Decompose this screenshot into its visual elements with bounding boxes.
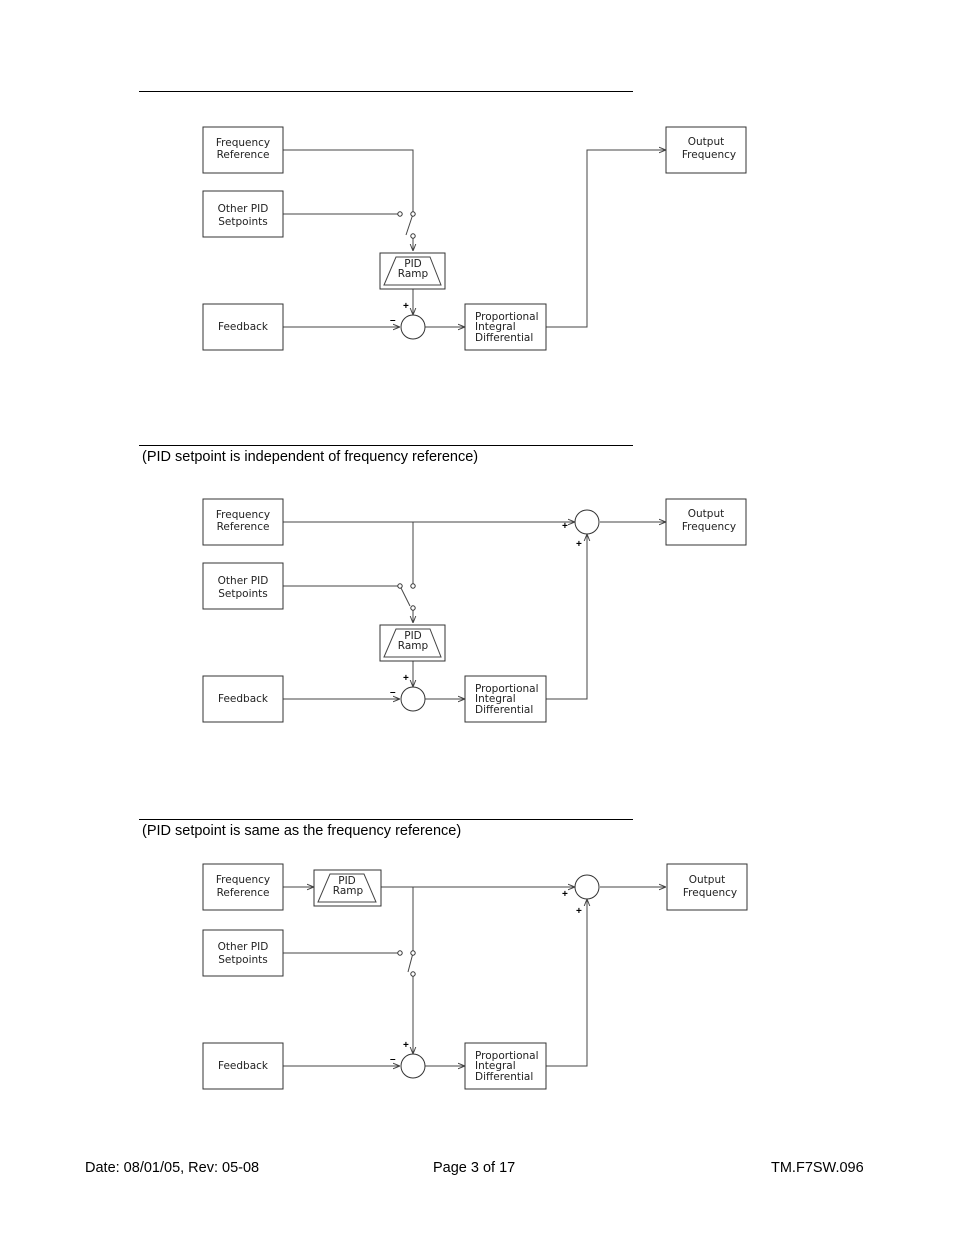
block-label: Frequency — [683, 887, 737, 899]
frequency-reference-block: Frequency Reference — [202, 126, 284, 174]
block-label: Setpoints — [218, 954, 268, 966]
summing-junction — [400, 314, 426, 340]
block-label: Output — [688, 136, 724, 148]
section-2-caption: (PID setpoint is independent of frequenc… — [142, 449, 479, 465]
output-frequency-block: Output Frequency — [665, 126, 747, 174]
feedback-block: Feedback — [202, 303, 284, 351]
block-label: Differential — [475, 332, 533, 344]
setpoint-sign: + — [403, 673, 409, 684]
output-summing-junction — [574, 509, 600, 535]
summing-junction — [400, 686, 426, 712]
block-label: Setpoints — [218, 588, 268, 600]
block-label: Proportional — [475, 311, 539, 323]
block-label: Frequency — [216, 509, 270, 521]
other-pid-setpoints-block: Other PID Setpoints — [202, 562, 284, 610]
sum-bottom-sign: + — [576, 906, 582, 917]
switch-contact — [397, 950, 403, 956]
block-label: Integral — [475, 693, 516, 705]
block-label: Differential — [475, 704, 533, 716]
feedback-sign: – — [390, 315, 396, 326]
block-label: Frequency — [682, 149, 736, 161]
block-label: Output — [688, 508, 724, 520]
block-label: Integral — [475, 321, 516, 333]
summing-junction — [400, 1053, 426, 1079]
block-label: Other PID — [218, 575, 269, 587]
pid-diagram-3: + + + – Frequency Reference PID Ramp Oth… — [202, 863, 748, 1090]
feedback-block: Feedback — [202, 1042, 284, 1090]
output-frequency-block: Output Frequency — [666, 863, 748, 911]
block-label: Integral — [475, 1060, 516, 1072]
ramp-label: PID — [404, 258, 422, 270]
switch-contact — [410, 605, 416, 611]
sum-left-sign: + — [562, 889, 568, 900]
block-label: Frequency — [216, 874, 270, 886]
block-label: Other PID — [218, 203, 269, 215]
pid-controller-block: Proportional Integral Differential — [464, 1042, 547, 1090]
block-label: Differential — [475, 1071, 533, 1083]
frequency-reference-block: Frequency Reference — [202, 498, 284, 546]
block-label: Reference — [217, 521, 270, 533]
section-3-rule — [139, 819, 633, 820]
sum-left-sign: + — [562, 521, 568, 532]
setpoint-sign: + — [403, 301, 409, 312]
pid-controller-block: Proportional Integral Differential — [464, 303, 547, 351]
ramp-label: Ramp — [333, 885, 364, 897]
block-label: Other PID — [218, 941, 269, 953]
section-1-rule — [139, 91, 633, 92]
pid-ramp-block: PID Ramp — [379, 624, 446, 662]
ramp-label: Ramp — [398, 268, 429, 280]
switch-contact — [410, 583, 416, 589]
feedback-block: Feedback — [202, 675, 284, 723]
pid-ramp-block: PID Ramp — [313, 869, 382, 907]
block-label: Frequency — [216, 137, 270, 149]
ramp-label: Ramp — [398, 640, 429, 652]
block-label: Setpoints — [218, 216, 268, 228]
block-label: Frequency — [682, 521, 736, 533]
pid-controller-block: Proportional Integral Differential — [464, 675, 547, 723]
frequency-reference-block: Frequency Reference — [202, 863, 284, 911]
switch-contact — [397, 211, 403, 217]
section-3-caption: (PID setpoint is same as the frequency r… — [142, 823, 462, 839]
footer-date: Date: 08/01/05, Rev: 05-08 — [85, 1160, 260, 1176]
pid-diagram-2: + + + – Frequency Reference Other PID Se… — [202, 498, 747, 723]
section-2-rule — [139, 445, 633, 446]
block-label: Proportional — [475, 683, 539, 695]
block-label: Feedback — [218, 1060, 269, 1072]
footer-page-number: Page 3 of 17 — [433, 1160, 516, 1176]
pid-ramp-block: PID Ramp — [379, 252, 446, 290]
ramp-label: PID — [404, 630, 422, 642]
block-label: Feedback — [218, 693, 269, 705]
sum-bottom-sign: + — [576, 539, 582, 550]
feedback-sign: – — [390, 1054, 396, 1065]
switch-contact — [397, 583, 403, 589]
switch-contact — [410, 971, 416, 977]
feedback-sign: – — [390, 687, 396, 698]
block-label: Output — [689, 874, 725, 886]
block-label: Reference — [217, 149, 270, 161]
output-summing-junction — [574, 874, 600, 900]
output-frequency-block: Output Frequency — [665, 498, 747, 546]
switch-contact — [410, 211, 416, 217]
ramp-label: PID — [338, 875, 356, 887]
block-label: Proportional — [475, 1050, 539, 1062]
setpoint-sign: + — [403, 1040, 409, 1051]
block-label: Reference — [217, 887, 270, 899]
block-label: Feedback — [218, 321, 269, 333]
other-pid-setpoints-block: Other PID Setpoints — [202, 929, 284, 977]
switch-contact — [410, 233, 416, 239]
switch-contact — [410, 950, 416, 956]
footer-document-id: TM.F7SW.096 — [771, 1160, 864, 1176]
pid-diagram-1: + – Frequency Reference Other PID Setpoi… — [202, 126, 747, 351]
other-pid-setpoints-block: Other PID Setpoints — [202, 190, 284, 238]
